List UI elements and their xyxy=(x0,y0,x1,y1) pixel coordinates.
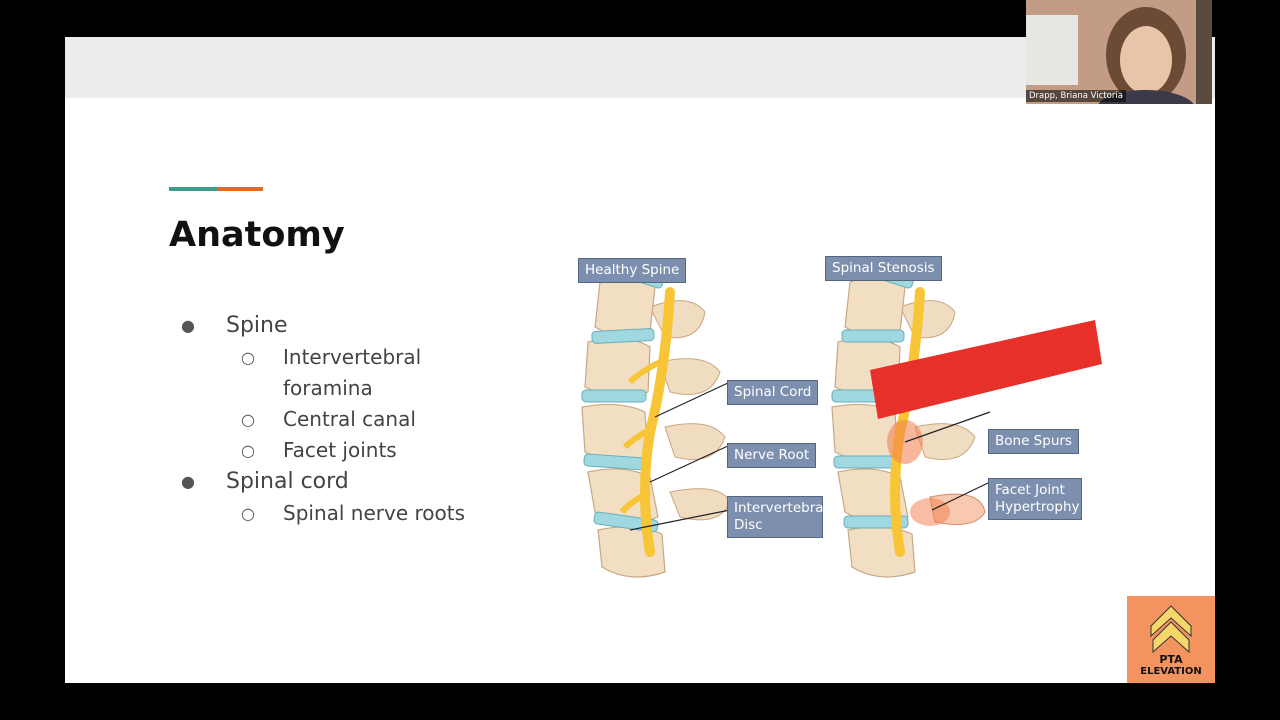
slide-title: Anatomy xyxy=(169,215,345,255)
sub-bullet-item: Spinal nerve roots xyxy=(226,498,511,529)
sub-bullet-item: Facet joints xyxy=(226,435,511,466)
participant-video-tile[interactable]: Drapp, Briana Victoria xyxy=(1026,0,1212,104)
sub-bullet-item: Central canal xyxy=(226,404,511,435)
participant-video-feed xyxy=(1026,0,1212,104)
bullet-item: Spine Intervertebral foramina Central ca… xyxy=(181,310,511,466)
logo-text-elevation: ELEVATION xyxy=(1140,666,1202,677)
bullet-label: Spinal cord xyxy=(226,469,349,494)
participant-name-label: Drapp, Briana Victoria xyxy=(1026,90,1126,102)
label-nerve-root: Nerve Root xyxy=(727,443,817,468)
bullet-item: Spinal cord Spinal nerve roots xyxy=(181,466,511,529)
pta-elevation-logo: PTA ELEVATION xyxy=(1127,596,1215,683)
title-accent-teal xyxy=(169,187,217,191)
spine-illustration: Healthy Spine Spinal Stenosis Spinal Cor… xyxy=(570,212,1130,582)
sub-bullet-list: Spinal nerve roots xyxy=(226,498,511,529)
label-spinal-cord: Spinal Cord xyxy=(727,380,819,405)
bullet-label: Spine xyxy=(226,313,288,338)
stenosis-spine-graphic xyxy=(831,262,1102,578)
label-bone-spurs: Bone Spurs xyxy=(988,429,1079,454)
redaction-bar xyxy=(870,320,1102,419)
healthy-spine-graphic xyxy=(581,262,731,578)
label-facet-joint-hypertrophy: Facet Joint Hypertrophy xyxy=(988,478,1082,520)
label-healthy-spine: Healthy Spine xyxy=(578,258,687,283)
presentation-slide: Anatomy Spine Intervertebral foramina Ce… xyxy=(65,37,1215,683)
logo-text-pta: PTA xyxy=(1159,653,1183,666)
slide-header-bar xyxy=(65,37,1215,98)
title-accent-orange xyxy=(217,187,263,191)
logo-chevron-icon xyxy=(1150,605,1192,654)
sub-bullet-list: Intervertebral foramina Central canal Fa… xyxy=(226,342,511,466)
label-spinal-stenosis: Spinal Stenosis xyxy=(825,256,942,281)
bullet-list: Spine Intervertebral foramina Central ca… xyxy=(181,310,511,529)
sub-bullet-item: Intervertebral foramina xyxy=(226,342,511,404)
label-intervertebral-disc: Intervertebral Disc xyxy=(727,496,827,538)
